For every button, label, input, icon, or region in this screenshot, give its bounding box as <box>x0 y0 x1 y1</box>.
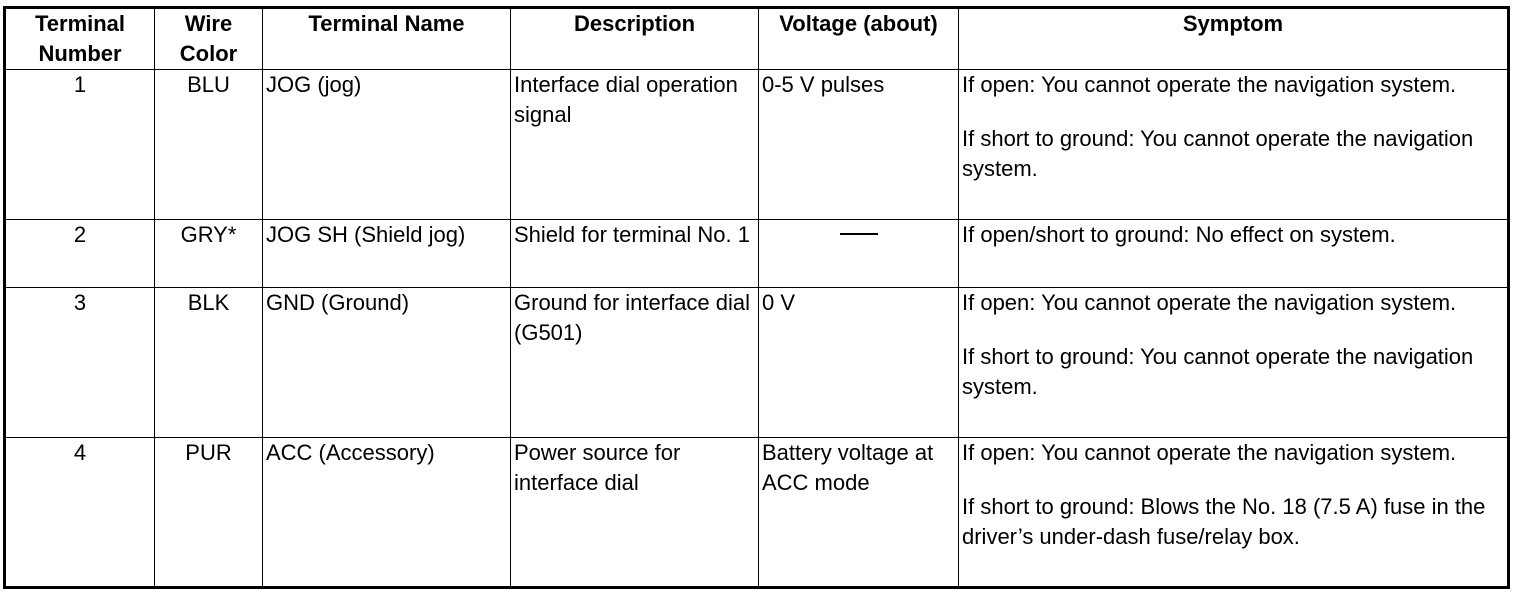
header-description: Description <box>510 7 759 70</box>
cell-terminal-name: JOG SH (Shield jog) <box>262 219 511 288</box>
symptom-open: If open: You cannot operate the navigati… <box>962 290 1457 315</box>
cell-description: Shield for terminal No. 1 <box>510 219 759 288</box>
table-row: 4 PUR ACC (Accessory) Power source for i… <box>4 437 1509 588</box>
cell-description: Interface dial operation signal <box>510 69 759 220</box>
cell-terminal-number: 2 <box>4 219 155 288</box>
cell-symptom: If open: You cannot operate the navigati… <box>958 287 1509 438</box>
symptom-open-short: If open/short to ground: No effect on sy… <box>962 222 1396 247</box>
cell-terminal-number: 3 <box>4 287 155 438</box>
cell-wire-color: GRY* <box>154 219 263 288</box>
header-wire-color: Wire Color <box>154 7 263 70</box>
cell-voltage: Battery voltage at ACC mode <box>758 437 959 588</box>
cell-description: Power source for interface dial <box>510 437 759 588</box>
cell-wire-color: PUR <box>154 437 263 588</box>
cell-terminal-number: 4 <box>4 437 155 588</box>
symptom-open: If open: You cannot operate the navigati… <box>962 440 1457 465</box>
table-row: 1 BLU JOG (jog) Interface dial operation… <box>4 69 1509 220</box>
symptom-open: If open: You cannot operate the navigati… <box>962 72 1457 97</box>
terminal-table: Terminal Number Wire Color Terminal Name… <box>3 6 1510 589</box>
cell-symptom: If open: You cannot operate the navigati… <box>958 437 1509 588</box>
header-symptom: Symptom <box>958 7 1509 70</box>
cell-terminal-name: JOG (jog) <box>262 69 511 220</box>
cell-voltage <box>758 219 959 288</box>
cell-terminal-name: ACC (Accessory) <box>262 437 511 588</box>
cell-terminal-name: GND (Ground) <box>262 287 511 438</box>
cell-voltage: 0-5 V pulses <box>758 69 959 220</box>
cell-wire-color: BLU <box>154 69 263 220</box>
symptom-short: If short to ground: You cannot operate t… <box>962 126 1474 181</box>
cell-symptom: If open/short to ground: No effect on sy… <box>958 219 1509 288</box>
header-terminal-number: Terminal Number <box>4 7 155 70</box>
header-voltage: Voltage (about) <box>758 7 959 70</box>
header-row: Terminal Number Wire Color Terminal Name… <box>4 7 1509 70</box>
cell-symptom: If open: You cannot operate the navigati… <box>958 69 1509 220</box>
table-row: 2 GRY* JOG SH (Shield jog) Shield for te… <box>4 219 1509 288</box>
symptom-short: If short to ground: Blows the No. 18 (7.… <box>962 494 1486 549</box>
cell-description: Ground for interface dial (G501) <box>510 287 759 438</box>
dash-no-voltage <box>839 233 878 236</box>
cell-wire-color: BLK <box>154 287 263 438</box>
symptom-short: If short to ground: You cannot operate t… <box>962 344 1474 399</box>
cell-voltage: 0 V <box>758 287 959 438</box>
table-row: 3 BLK GND (Ground) Ground for interface … <box>4 287 1509 438</box>
cell-terminal-number: 1 <box>4 69 155 220</box>
header-terminal-name: Terminal Name <box>262 7 511 70</box>
